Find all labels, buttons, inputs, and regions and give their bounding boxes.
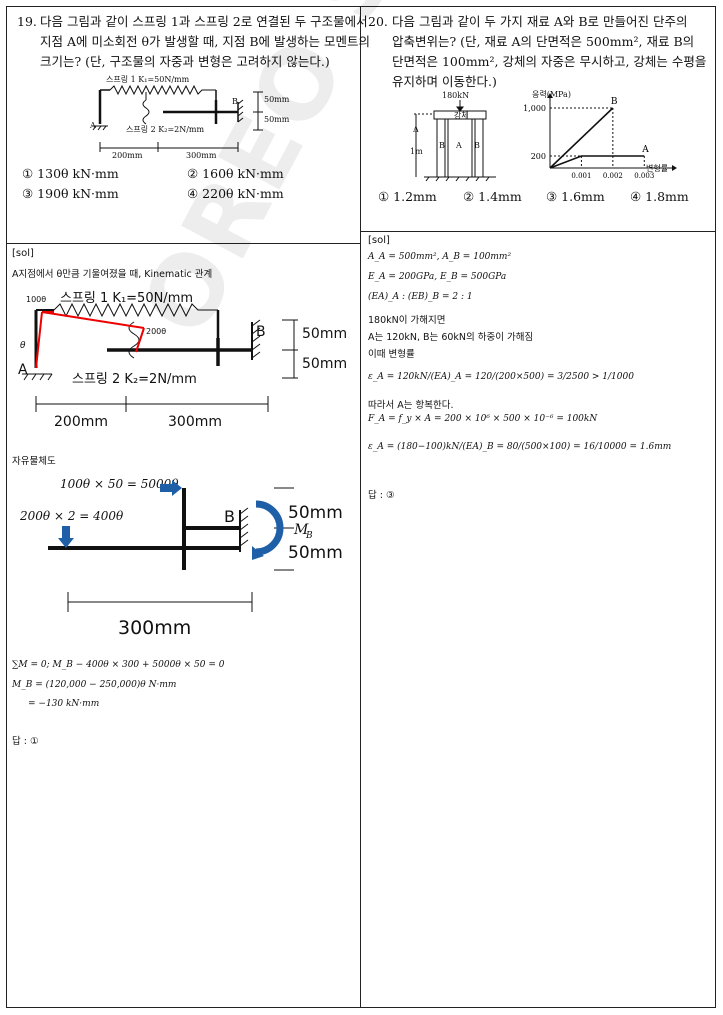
chart-xtick-label: 0.003: [634, 172, 654, 180]
q19-text-line2: 지점 A에 미소회전 θ가 발생할 때, 지점 B에 발생하는 모멘트의: [40, 34, 370, 49]
chart-x-arrow: [672, 165, 677, 171]
sol20-line10: ε_A = (180−100)kN/(EA)_B = 80/(500×100) …: [368, 442, 672, 452]
q20-label-b-left: B: [439, 141, 445, 150]
sol20-line4: 180kN이 가해지면: [368, 315, 446, 326]
divider-left: [6, 243, 361, 244]
chart-xtick-label: 0.001: [571, 172, 591, 180]
q19-option-3: ③ 190θ kN·mm: [22, 186, 119, 201]
q20-options: ① 1.2mm ② 1.4mm ③ 1.6mm ④ 1.8mm: [378, 187, 708, 207]
sol19-fig1-dim-right: 300mm: [168, 414, 222, 430]
q20-option-2: ② 1.4mm: [463, 189, 522, 204]
sol19-fig2-dim-upper: 50mm: [288, 503, 343, 523]
page-frame: [6, 6, 716, 1008]
chart-ytick-label: 200: [531, 152, 546, 161]
q20-column-figure: 180kN 강체 1m Δ A B B: [410, 91, 496, 182]
q20-rigid-label: 강체: [454, 110, 469, 120]
sol19-fig2-dim-lower: 50mm: [288, 543, 343, 563]
chart-series-line-B: [549, 107, 614, 169]
q20-text-line4: 유지하며 이동한다.): [392, 74, 497, 89]
q20-option-3: ③ 1.6mm: [546, 189, 605, 204]
sol19-fig1-spring2: 스프링 2 K₂=2N/mm: [72, 372, 197, 387]
q19-dim-right: 300mm: [186, 151, 217, 160]
q19-spring2-label: 스프링 2 K₂=2N/mm: [126, 124, 205, 134]
sol19-fig2-mb-sub: B: [305, 531, 313, 541]
sol20-line9: F_A = f_y × A = 200 × 10⁶ × 500 × 10⁻⁶ =…: [368, 414, 598, 424]
q19-text-line3: 크기는? (단, 구조물의 자중과 변형은 고려하지 않는다.): [40, 54, 330, 69]
q20-text-line3: 단면적은 100mm², 강체의 자중은 무시하고, 강체는 수평을: [392, 54, 707, 69]
sol19-fig1-dim-left: 200mm: [54, 414, 108, 430]
q19-text-line1: 다음 그림과 같이 스프링 1과 스프링 2로 연결된 두 구조물에서: [40, 14, 368, 29]
q20-number: 20.: [368, 14, 388, 29]
sol19-kinematic-figure: 스프링 1 K₁=50N/mm 스프링 2 K₂=2N/mm 100θ 200θ…: [18, 291, 347, 430]
sol19-eq3: = −130 kN·mm: [28, 699, 100, 709]
q20-option-4: ④ 1.8mm: [630, 189, 689, 204]
sol20-answer: 답 : ③: [368, 490, 395, 501]
sol20-line6: 이때 변형률: [368, 349, 415, 360]
q19-dim-lower: 50mm: [264, 115, 290, 124]
sol20-line1: A_A = 500mm², A_B = 100mm²: [368, 252, 512, 262]
sol20-line8: 따라서 A는 항복한다.: [368, 400, 454, 411]
q20-label-a: A: [455, 141, 462, 150]
sol19-fig1-label-a: A: [18, 362, 28, 378]
sol19-fbd-title: 자유물체도: [12, 456, 56, 467]
divider-right: [360, 231, 716, 232]
sol20-line3: (EA)_A : (EB)_B = 2 : 1: [368, 292, 473, 302]
sol20-tag: [sol]: [368, 235, 390, 246]
q19-dim-left: 200mm: [112, 151, 143, 160]
sol19-fig1-dim-upper: 50mm: [302, 326, 347, 342]
sol19-fig2-label-b: B: [224, 507, 235, 526]
sol20-line7: ε_A = 120kN/(EA)_A = 120/(200×500) = 3/2…: [368, 372, 634, 382]
sol19-fig2-mb: M: [293, 522, 309, 538]
q20-text-line1: 다음 그림과 같이 두 가지 재료 A와 B로 만들어진 단주의: [392, 14, 688, 29]
sol19-fig1-d100: 100θ: [26, 295, 46, 304]
sol19-answer: 답 : ①: [12, 736, 39, 747]
sol19-fig1-theta: θ: [20, 341, 26, 351]
sol19-fig2-f2: 200θ × 2 = 400θ: [19, 509, 124, 523]
sol19-fig1-dim-lower: 50mm: [302, 356, 347, 372]
q20-text-line2: 압축변위는? (단, 재료 A의 단면적은 500mm², 재료 B의: [392, 34, 695, 49]
chart-series-label: A: [641, 145, 649, 155]
q20-height-label: 1m: [410, 147, 423, 156]
column-divider: [360, 6, 361, 1008]
sol20-line5: A는 120kN, B는 60kN의 하중이 가해짐: [368, 332, 534, 343]
q20-option-1: ① 1.2mm: [378, 189, 437, 204]
q20-load-label: 180kN: [442, 91, 469, 100]
q19-spring1-label: 스프링 1 K₁=50N/mm: [106, 74, 190, 84]
q20-chart-ylabel: 응력(MPa): [532, 89, 571, 99]
q19-option-1: ① 130θ kN·mm: [22, 166, 119, 181]
sol19-eq2: M_B = (120,000 − 250,000)θ N·mm: [12, 680, 177, 690]
q19-options: ① 130θ kN·mm ② 160θ kN·mm ③ 190θ kN·mm ④…: [22, 164, 342, 204]
sol19-fig2-f1: 100θ × 50 = 5000θ: [60, 477, 179, 491]
chart-series-line-A: [549, 155, 645, 169]
q19-number: 19.: [17, 14, 37, 29]
q19-dim-upper: 50mm: [264, 95, 290, 104]
chart-ytick-label: 1,000: [523, 104, 546, 113]
sol19-fig1-spring1: 스프링 1 K₁=50N/mm: [60, 291, 193, 306]
q19-figure: 스프링 1 K₁=50N/mm 스프링 2 K₂=2N/mm A B 50mm …: [89, 74, 290, 160]
sol20-line2: E_A = 200GPa, E_B = 500GPa: [368, 272, 507, 282]
sol19-intro: A지점에서 θ만큼 기울여졌을 때, Kinematic 관계: [12, 269, 213, 280]
sol19-fig1-label-b: B: [256, 324, 266, 340]
sol19-eq1: ∑M = 0; M_B − 400θ × 300 + 5000θ × 50 = …: [12, 660, 225, 670]
chart-xtick-label: 0.002: [603, 172, 623, 180]
q19-option-2: ② 160θ kN·mm: [187, 166, 284, 181]
q20-label-b-right: B: [474, 141, 480, 150]
sol19-fig1-d200: 200θ: [146, 327, 166, 336]
chart-y-arrow: [547, 93, 553, 98]
sol19-fbd-figure: 100θ × 50 = 5000θ 200θ × 2 = 400θ B M B …: [19, 477, 343, 639]
sol19-fig2-dim-len: 300mm: [118, 617, 191, 639]
q19-option-4: ④ 220θ kN·mm: [187, 186, 284, 201]
chart-series-label: B: [611, 97, 618, 107]
sol19-tag: [sol]: [12, 248, 34, 259]
q19-label-b: B: [232, 97, 238, 106]
